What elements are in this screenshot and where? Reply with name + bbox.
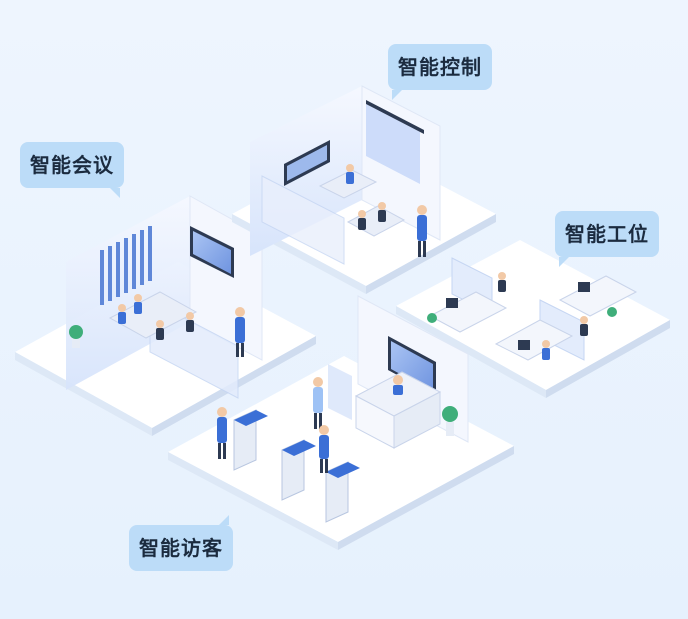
label-smart-visitor: 智能访客: [129, 515, 233, 571]
label-smart-control-text: 智能控制: [398, 55, 482, 79]
control-room-floor: [232, 85, 496, 294]
meeting-room-floor: [15, 195, 316, 436]
visitor-lobby-floor: [168, 295, 514, 550]
window-blinds: [100, 226, 152, 305]
turnstile-gates: [233, 409, 360, 523]
label-smart-control: 智能控制: [388, 44, 492, 100]
label-smart-meeting: 智能会议: [20, 142, 124, 198]
label-smart-visitor-text: 智能访客: [139, 536, 223, 560]
label-smart-workstation-text: 智能工位: [565, 222, 649, 246]
label-smart-meeting-text: 智能会议: [30, 153, 114, 177]
workstation-floor: [396, 240, 670, 398]
label-smart-workstation: 智能工位: [555, 211, 659, 267]
